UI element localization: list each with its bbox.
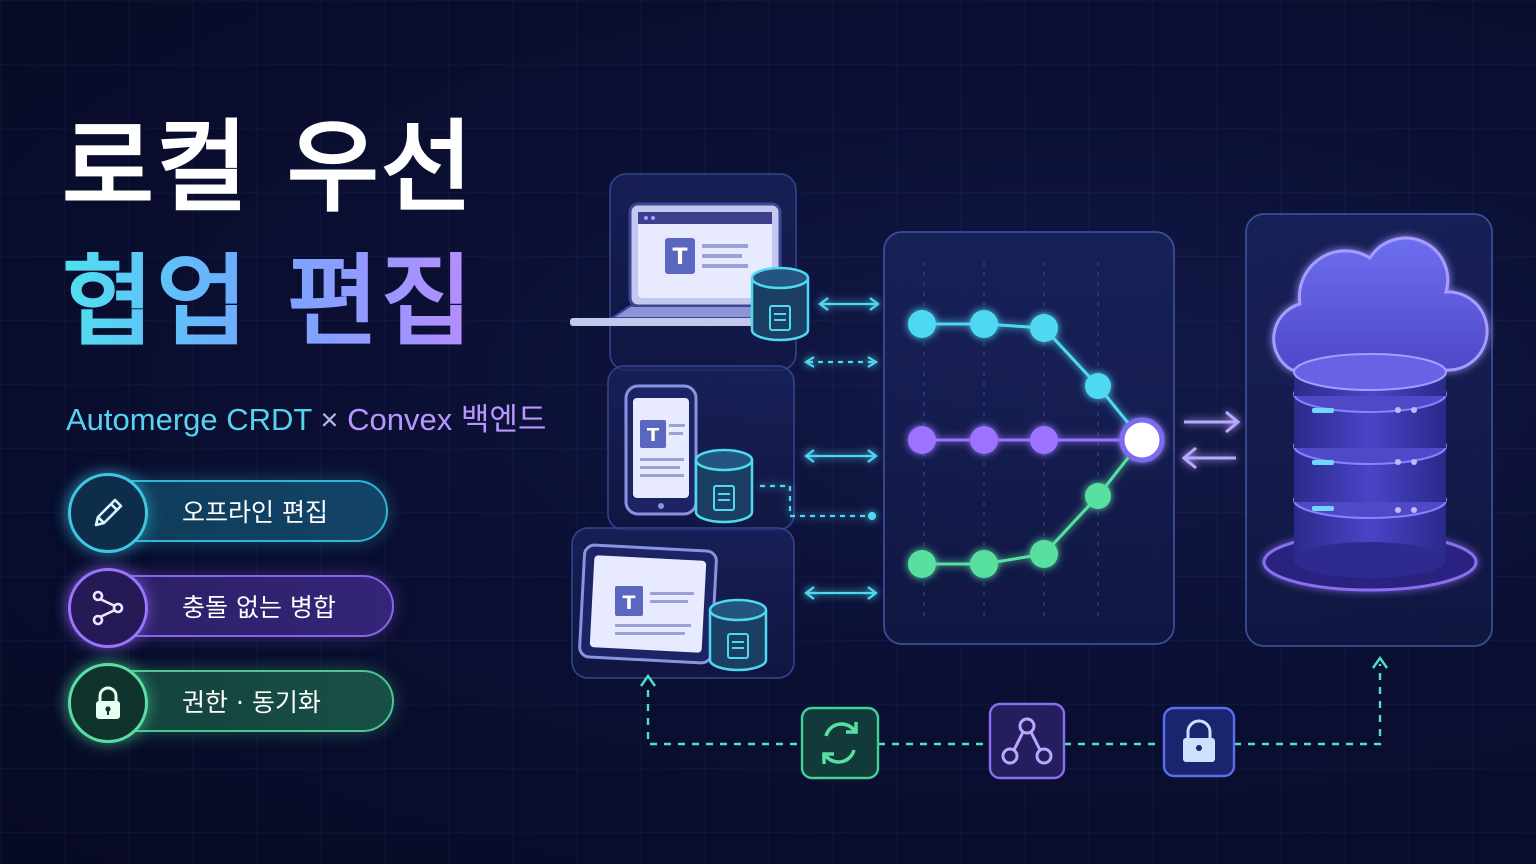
bottom-sync-loop (646, 664, 1382, 746)
laptop-icon: T (570, 202, 804, 326)
feature-conflict-free-merge: 충돌 없는 병합 (68, 568, 394, 648)
feature-label: 권한 · 동기화 (182, 688, 321, 717)
lock-icon (68, 663, 148, 743)
feature-offline-edit: 오프라인 편집 (68, 473, 388, 553)
branch-icon (68, 568, 148, 648)
local-db-icon (750, 266, 810, 342)
svg-text:T: T (623, 592, 636, 614)
merge-point (1119, 417, 1165, 463)
server-sync-arrows (1181, 410, 1241, 470)
crdt-branches (908, 310, 1165, 578)
svg-text:T: T (672, 245, 687, 270)
local-db-icon (694, 448, 754, 524)
branch-icon (988, 702, 1066, 780)
svg-text:T: T (647, 425, 660, 446)
feature-label: 오프라인 편집 (182, 498, 328, 527)
phone-icon: T (624, 384, 698, 516)
sync-icon (800, 706, 880, 780)
cloud-icon (1272, 236, 1489, 372)
subtitle-separator: × (320, 402, 339, 437)
feature-label: 충돌 없는 병합 (182, 593, 336, 622)
subtitle-convex: Convex 백엔드 (347, 402, 547, 437)
subtitle: Automerge CRDT × Convex 백엔드 (66, 394, 546, 439)
title-line-1: 로컬 우선 (62, 109, 475, 226)
merge-panel (883, 231, 1175, 645)
title-line-2: 협업 편집 (62, 243, 475, 360)
server-stack-icon (1262, 353, 1478, 592)
tablet-icon: T (578, 543, 718, 665)
feature-permissions-sync: 권한 · 동기화 (68, 663, 394, 743)
lock-icon (1162, 706, 1236, 778)
subtitle-automerge: Automerge CRDT (66, 402, 312, 437)
sync-arrows (760, 297, 880, 600)
local-db-icon (708, 598, 768, 672)
pencil-icon (68, 473, 148, 553)
